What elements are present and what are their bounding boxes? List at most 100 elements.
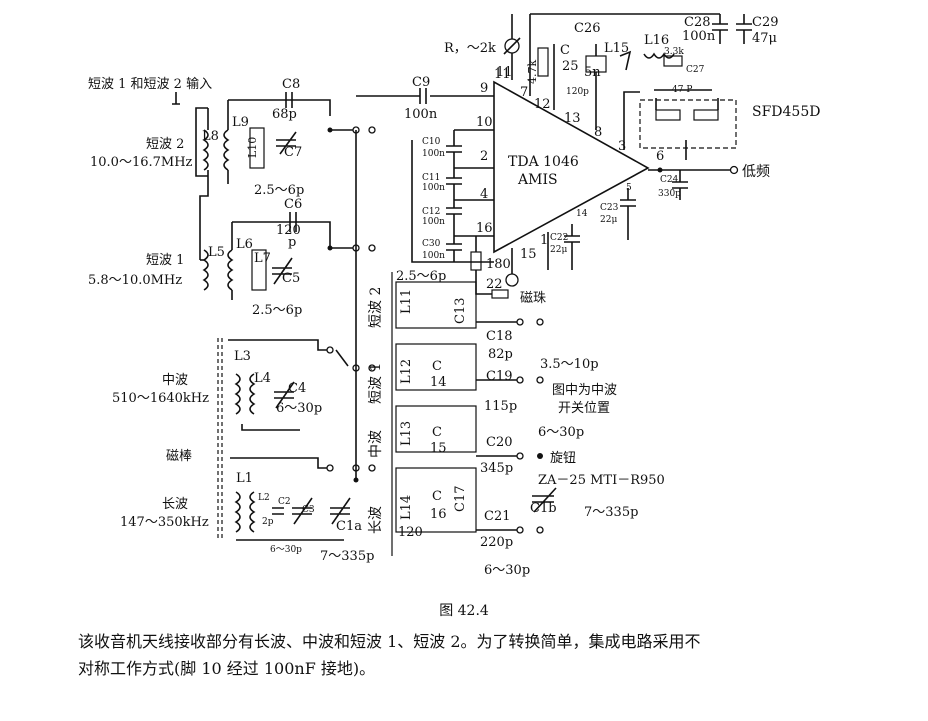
band-switch-coils: 短波 2 短波 1 中波 长波 L11 2.5～6p C13 L12 C 14 … (368, 269, 665, 578)
pin-10: 10 (476, 115, 493, 130)
r33k-label: 3.3k (664, 47, 684, 57)
r22-label: 22 (486, 277, 503, 292)
l6-label: L6 (236, 237, 253, 252)
c23-label: C23 (600, 203, 619, 213)
pin-14: 14 (576, 209, 588, 219)
c5-label: C5 (282, 271, 300, 286)
c21-trim: 6～30p (484, 563, 530, 578)
band-mw: 中波 (368, 430, 384, 458)
r47k-label: 4.7k (526, 60, 539, 84)
shortwave-1-tank: 短波 2 10.0～16.7MHz 短波 1 5.8～10.0MHz L5 L6… (88, 137, 376, 318)
body-paragraph: 该收音机天线接收部分有长波、中波和短波 1、短波 2。为了转换简单，集成电路采用… (78, 628, 878, 682)
body-line-1: 该收音机天线接收部分有长波、中波和短波 1、短波 2。为了转换简单，集成电路采用… (78, 632, 701, 651)
c13-value: 2.5～6p (396, 269, 446, 284)
knob-label: 旋钮 (550, 451, 576, 466)
filter-label: SFD455D (752, 104, 820, 120)
c6-unit: p (288, 235, 296, 250)
c22-label: C22 (550, 233, 568, 243)
c21-value: 220p (480, 535, 513, 550)
l16-label: L16 (644, 33, 669, 48)
c8-value: 68p (272, 107, 297, 122)
c3-label: C3 (302, 505, 315, 515)
c19-value: 115p (484, 399, 517, 414)
c18-label: C18 (486, 329, 513, 344)
l14-value: 120 (398, 525, 423, 540)
note-switch-2: 开关位置 (558, 401, 610, 416)
c20-label: C20 (486, 435, 513, 450)
l4-label: L4 (254, 371, 271, 386)
c28-label: C28 (684, 15, 711, 30)
c11-label: C11 (422, 173, 440, 183)
c24-value: 330p (658, 189, 681, 199)
mw-name: 中波 (162, 373, 188, 388)
c30-value: 100n (422, 251, 445, 261)
l15-label: L15 (604, 41, 629, 56)
c27-label: C27 (686, 65, 705, 75)
c9-value: 100n (404, 107, 438, 122)
c10-label: C10 (422, 137, 441, 147)
c17-label: C17 (453, 486, 468, 513)
pin-5: 5 (626, 183, 632, 193)
c12-value: 100n (422, 217, 445, 227)
c16-c: C (432, 489, 442, 504)
body-line-2: 对称工作方式(脚 10 经过 100nF 接地)。 (78, 659, 376, 678)
c29-value: 47μ (752, 31, 777, 46)
pin-8: 8 (594, 125, 602, 140)
pin-6: 6 (656, 149, 664, 164)
c20-value: 345p (480, 461, 513, 476)
c1a-value: 7～335p (320, 549, 374, 564)
c20-trim: 6～30p (538, 425, 584, 440)
cap-model: ZA－25 MTI－R950 (538, 473, 665, 488)
c1a-label: C1a (336, 519, 362, 534)
c1b-value: 7～335p (584, 505, 638, 520)
bead-label: 磁珠 (520, 291, 546, 306)
c10-value: 100n (422, 149, 445, 159)
band-sw1: 短波 1 (368, 363, 384, 404)
pin-3: 3 (618, 139, 626, 154)
c2-value: 2p (262, 517, 274, 527)
note-switch-1: 图中为中波 (552, 383, 617, 398)
lw-range: 147～350kHz (120, 515, 209, 530)
ic-sub: AMIS (517, 172, 558, 188)
l13-label: L13 (399, 421, 414, 446)
c6-label: C6 (284, 197, 302, 212)
medium-wave-tank: 中波 510～1640kHz 磁棒 L3 L4 C4 6～30p (112, 338, 376, 540)
c22-value: 22μ (550, 245, 567, 255)
c7-label: C7 (284, 145, 302, 160)
l8-label: L8 (202, 129, 219, 144)
sw1-name: 短波 1 (146, 253, 184, 268)
sw2-name: 短波 2 (146, 137, 184, 152)
c14-c: C (432, 359, 442, 374)
radio-antenna-schematic: 短波 1 和短波 2 输入 L8 L9 L10 C7 2.5～6p C8 68p… (88, 13, 820, 578)
pin-9: 9 (480, 81, 488, 96)
l3-label: L3 (234, 349, 251, 364)
band-lw: 长波 (368, 506, 384, 534)
c23-value: 22μ (600, 215, 617, 225)
r1-label: R，～2k (444, 41, 496, 56)
l10-label: L10 (246, 137, 259, 158)
output-label: 低频 (742, 164, 770, 180)
c16-label: 16 (430, 507, 447, 522)
input-title: 短波 1 和短波 2 输入 (88, 76, 212, 92)
c7-value: 2.5～6p (254, 183, 304, 198)
ic-name: TDA 1046 (508, 154, 579, 170)
c4-label: C4 (288, 381, 306, 396)
c4-value: 6～30p (276, 401, 322, 416)
lw-name: 长波 (162, 497, 188, 512)
band-sw2: 短波 2 (368, 287, 384, 328)
c15-c: C (432, 425, 442, 440)
pin-2: 2 (480, 149, 488, 164)
c9-label: C9 (412, 75, 430, 90)
l15-value: 5n (584, 65, 601, 80)
pin-15: 15 (520, 247, 537, 262)
l7-label: L7 (254, 251, 271, 266)
r180-label: 180 (486, 257, 511, 272)
c8-label: C8 (282, 77, 300, 92)
shortwave-2-tank: 短波 1 和短波 2 输入 L8 L9 L10 C7 2.5～6p C8 68p (88, 76, 376, 260)
l14-label: L14 (399, 495, 414, 520)
rod-label: 磁棒 (166, 449, 192, 464)
c1b-label: C1b (530, 501, 557, 516)
top-network: R，～2k 11 C26 4.7k C 25 120p 5n L15 L16 3… (444, 13, 820, 160)
pin-11: 11 (494, 67, 511, 82)
c24-label: C24 (660, 175, 679, 185)
